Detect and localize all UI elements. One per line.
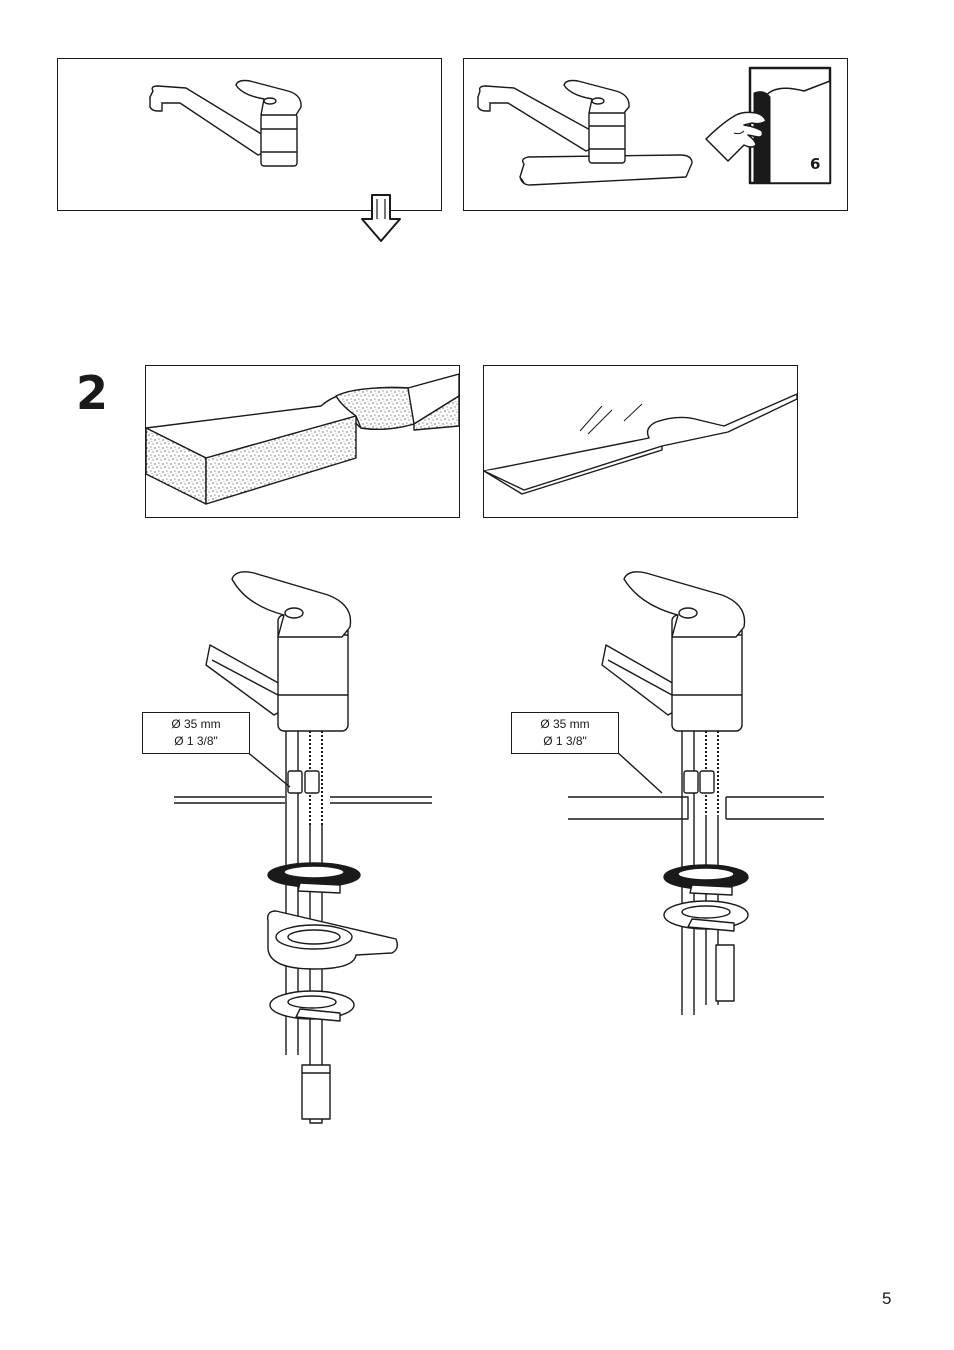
thin-countertop-panel [483, 365, 798, 518]
dimension-metric-right: Ø 35 mm [512, 716, 618, 733]
faucet-base-plate-panel: 6 [463, 58, 848, 211]
thick-countertop-panel [145, 365, 460, 518]
thick-countertop-icon [146, 366, 459, 517]
dimension-imperial-right: Ø 1 3/8" [512, 733, 618, 750]
dimension-label-right: Ø 35 mm Ø 1 3/8" [511, 712, 619, 754]
page-turn-icon: 6 [704, 63, 834, 193]
hollow-down-arrow-icon [358, 193, 404, 245]
faucet-panel [57, 58, 442, 211]
dimension-metric-left: Ø 35 mm [143, 716, 249, 733]
faucet-icon [58, 59, 441, 210]
faucet-mounting-thin-icon [566, 565, 836, 1025]
dimension-imperial-left: Ø 1 3/8" [143, 733, 249, 750]
page-number: 5 [882, 1289, 891, 1309]
faucet-mounting-thick-icon [170, 565, 440, 1135]
step-number: 2 [76, 370, 108, 416]
thin-countertop-icon [484, 366, 797, 517]
page-reference-number: 6 [810, 155, 820, 173]
dimension-label-left: Ø 35 mm Ø 1 3/8" [142, 712, 250, 754]
